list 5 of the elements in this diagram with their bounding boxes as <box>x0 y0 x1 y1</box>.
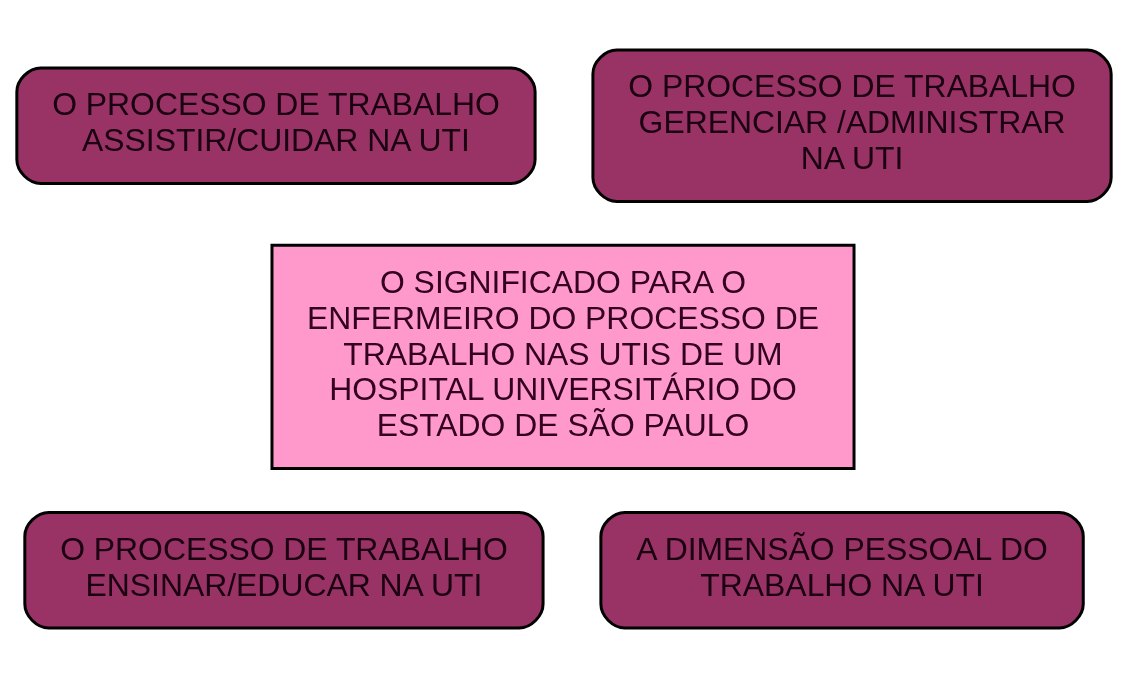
node-box: O PROCESSO DE TRABALHO ENSINAR/EDUCAR NA UTI <box>23 510 545 630</box>
node-box: O PROCESSO DE TRABALHO GERENCIAR /ADMINISTRAR NA UTI <box>591 48 1113 203</box>
node-box: O SIGNIFICADO PARA O ENFERMEIRO DO PROCESSO DE TRABALHO NAS UTIS DE UM HOSPITAL UNIVERSITÁRIO DO ESTADO DE SÃO PAULO <box>270 243 856 471</box>
node-box: O PROCESSO DE TRABALHO ASSISTIR/CUIDAR NA UTI <box>15 66 537 185</box>
node-box: A DIMENSÃO PESSOAL DO TRABALHO NA UTI <box>599 510 1085 630</box>
